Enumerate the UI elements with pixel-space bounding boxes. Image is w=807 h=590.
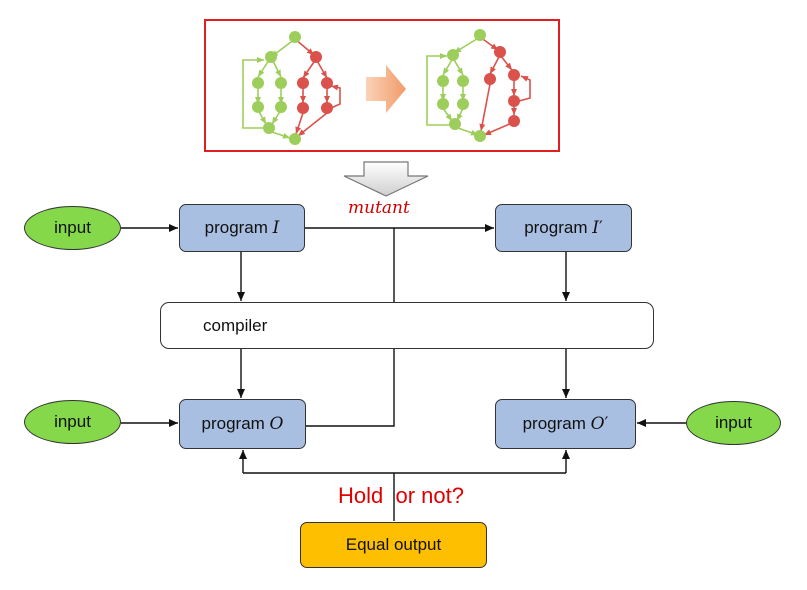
program-o-prime-prime-mark: ′ [604, 414, 609, 434]
control-flow-graph-icon [242, 31, 341, 145]
input-node-bottom-right-label: input [715, 413, 752, 432]
program-o-var: O [269, 414, 284, 434]
transform-arrow-icon [366, 65, 406, 113]
input-node-top: input [24, 206, 121, 250]
input-node-bottom-left-label: input [54, 412, 91, 431]
input-node-top-label: input [54, 218, 91, 237]
mutated-graph-icon [426, 29, 531, 142]
input-node-bottom-left: input [24, 400, 121, 444]
mutant-label: mutant [348, 198, 410, 218]
program-o-prime-var: O [590, 414, 605, 434]
input-node-bottom-right: input [686, 401, 781, 445]
program-i-prime-node: program I′ [495, 204, 632, 252]
equal-output-label: Equal output [345, 535, 442, 554]
program-i-label: program [204, 218, 273, 237]
program-i-prime-prime-mark: ′ [598, 218, 603, 238]
edge-program-o-to-mutant [306, 228, 395, 427]
hold-or-not-label: Hold or not? [338, 483, 464, 508]
program-o-prime-node: program O′ [495, 399, 636, 449]
program-i-var: I [272, 218, 280, 238]
program-i-prime-var: I [592, 218, 599, 238]
down-arrow-icon [343, 161, 429, 197]
program-o-prime-label: program [522, 414, 591, 433]
program-o-node: program O [179, 399, 306, 449]
program-i-prime-label: program [524, 218, 593, 237]
equal-output-node: Equal output [300, 522, 487, 568]
compiler-node: compiler [160, 302, 654, 349]
compiler-label: compiler [203, 315, 268, 335]
program-o-label: program [201, 414, 270, 433]
program-i-node: program I [179, 204, 305, 252]
